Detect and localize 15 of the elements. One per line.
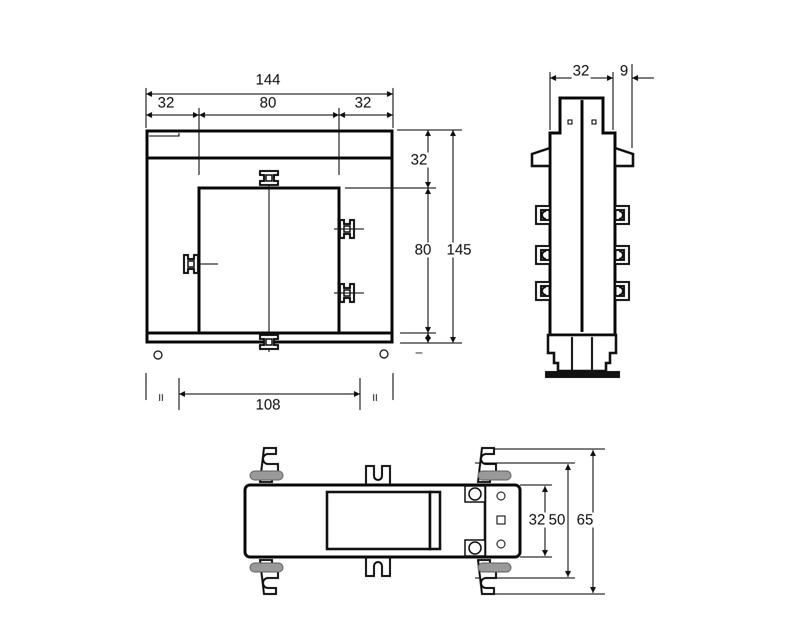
dimension-label: 32 [572, 64, 590, 78]
dimension-label: 32 [156, 96, 176, 110]
dimension-label: 32 [354, 96, 372, 110]
dimension-label: 144 [254, 72, 282, 88]
dimension-label: 80 [258, 96, 278, 110]
dimension-label: II [157, 394, 165, 404]
dimension-label: 145 [445, 242, 473, 258]
dimension-label: 32 [528, 512, 546, 528]
dimension-label: 9 [618, 64, 630, 78]
dimension-label: 50 [548, 512, 566, 528]
dimension-label: 80 [414, 242, 432, 258]
dimension-label: 108 [254, 398, 282, 412]
dimension-label: 65 [576, 512, 594, 528]
dimension-label: 32 [410, 152, 428, 168]
dimension-label: II [371, 394, 379, 404]
